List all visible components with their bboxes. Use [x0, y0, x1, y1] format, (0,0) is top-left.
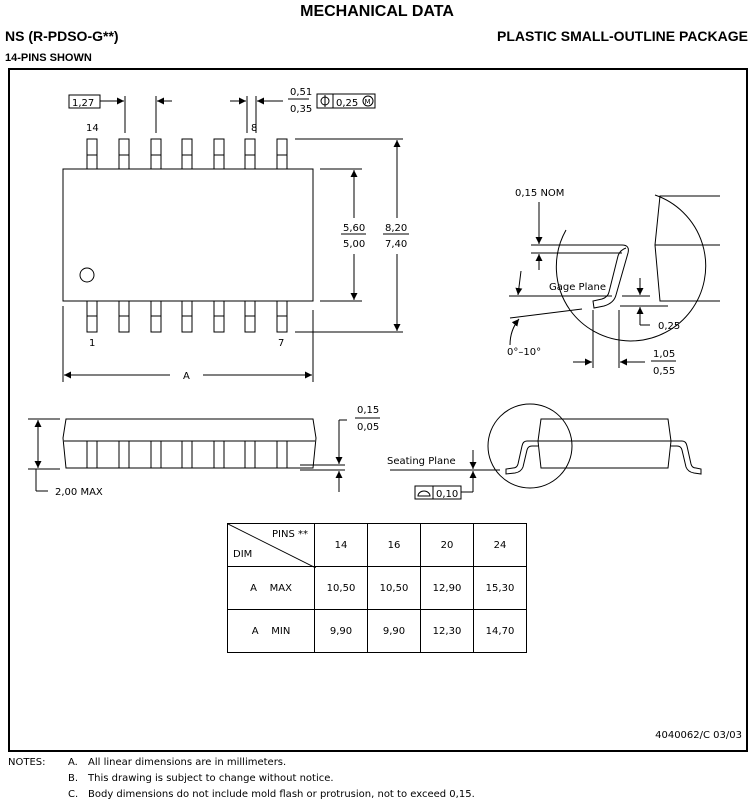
- pin-label-7: 7: [278, 338, 284, 349]
- top-view: 14 8 1 7 1,27 0,51 0,35 0,25 M: [62, 87, 409, 382]
- overall-width-min: 7,40: [385, 239, 407, 250]
- position-icon: [320, 95, 330, 107]
- side-view: 2,00 MAX 0,15 0,05: [28, 405, 380, 498]
- table-cell: 15,30: [473, 566, 527, 610]
- seating-plane-label: Seating Plane: [387, 456, 456, 467]
- lead: [150, 300, 162, 333]
- lead: [150, 440, 162, 469]
- lead: [276, 138, 288, 170]
- gage-plane-label: Gage Plane: [549, 282, 606, 293]
- pin1-indicator: [79, 267, 95, 283]
- pins-header: PINS **: [272, 529, 308, 540]
- top-leads: [86, 138, 288, 170]
- profile-icon: [417, 490, 431, 497]
- mmc-icon: M: [362, 95, 374, 107]
- height-max: 2,00 MAX: [55, 487, 103, 498]
- notes-label: NOTES:: [8, 757, 46, 768]
- table-cell: 14,70: [473, 609, 527, 653]
- foot-length-min: 0,55: [653, 366, 675, 377]
- lead: [118, 440, 130, 469]
- angle-label: 0°–10°: [507, 347, 541, 358]
- lead: [118, 300, 130, 333]
- table-cell: 9,90: [367, 609, 421, 653]
- dim-header: DIM: [233, 549, 253, 560]
- pitch-value: 1,27: [72, 98, 94, 109]
- lead: [276, 300, 288, 333]
- table-row: A MAX 10,50 10,50 12,90 15,30: [227, 566, 527, 610]
- body-width-max: 5,60: [343, 223, 365, 234]
- column-header: 14: [314, 523, 368, 567]
- column-header: 20: [420, 523, 474, 567]
- coplanarity-frame: [414, 485, 462, 500]
- table-cell: 12,30: [420, 609, 474, 653]
- pin-label-1: 1: [89, 338, 95, 349]
- table-header-row: PINS ** DIM 14 16 20 24: [227, 523, 527, 568]
- lead: [213, 300, 225, 333]
- svg-text:M: M: [365, 98, 371, 106]
- table-row: A MIN 9,90 9,90 12,30 14,70: [227, 609, 527, 653]
- position-tolerance-value: 0,25: [336, 98, 358, 109]
- lead-width-min: 0,35: [290, 104, 312, 115]
- lead: [86, 300, 98, 333]
- position-tolerance-frame: [316, 93, 376, 109]
- detail-view: 0,15 NOM Gage Plane 0°–10° 0,25 1,05 0,5…: [507, 188, 720, 377]
- table-corner-cell: PINS ** DIM: [227, 523, 316, 568]
- note-item: C.Body dimensions do not include mold fl…: [68, 789, 475, 800]
- row-label: A MIN: [227, 609, 315, 653]
- standoff-max: 0,15: [357, 405, 379, 416]
- lead: [118, 138, 130, 170]
- lead: [213, 138, 225, 170]
- lead: [213, 440, 225, 469]
- column-header: 24: [473, 523, 527, 567]
- foot-length-max: 1,05: [653, 349, 675, 360]
- lead: [86, 138, 98, 170]
- lead: [181, 138, 193, 170]
- dimension-table: PINS ** DIM 14 16 20 24 A MAX 10,50 10,5…: [227, 523, 527, 653]
- side-leads: [86, 440, 288, 469]
- table-cell: 10,50: [367, 566, 421, 610]
- length-label: A: [183, 371, 190, 382]
- note-item: B.This drawing is subject to change with…: [68, 773, 334, 784]
- drawing-frame: [8, 68, 748, 752]
- gage-height: 0,25: [658, 321, 680, 332]
- lead: [276, 440, 288, 469]
- body-width-min: 5,00: [343, 239, 365, 250]
- column-header: 16: [367, 523, 421, 567]
- package-body: [62, 168, 314, 302]
- table-cell: 9,90: [314, 609, 368, 653]
- lead: [86, 440, 98, 469]
- page-title: MECHANICAL DATA: [300, 3, 454, 20]
- document-number: 4040062/C 03/03: [655, 730, 742, 741]
- lead: [181, 300, 193, 333]
- seating-plane-view: Seating Plane 0,10: [387, 403, 702, 500]
- table-cell: 12,90: [420, 566, 474, 610]
- pin-label-14: 14: [86, 123, 99, 134]
- pin-label-8: 8: [251, 123, 257, 134]
- package-name: PLASTIC SMALL-OUTLINE PACKAGE: [497, 28, 748, 44]
- note-item: A.All linear dimensions are in millimete…: [68, 757, 287, 768]
- lead: [181, 440, 193, 469]
- lead: [244, 440, 256, 469]
- overall-width-max: 8,20: [385, 223, 407, 234]
- standoff-min: 0,05: [357, 422, 379, 433]
- lead: [244, 138, 256, 170]
- table-cell: 10,50: [314, 566, 368, 610]
- lead: [150, 138, 162, 170]
- row-label: A MAX: [227, 566, 315, 610]
- coplanarity-value: 0,10: [436, 489, 458, 500]
- lead-thickness: 0,15 NOM: [515, 188, 564, 199]
- lead: [244, 300, 256, 333]
- bottom-leads: [86, 300, 288, 333]
- pins-shown-label: 14-PINS SHOWN: [5, 52, 92, 64]
- lead-width-max: 0,51: [290, 87, 312, 98]
- package-code: NS (R-PDSO-G**): [5, 28, 119, 44]
